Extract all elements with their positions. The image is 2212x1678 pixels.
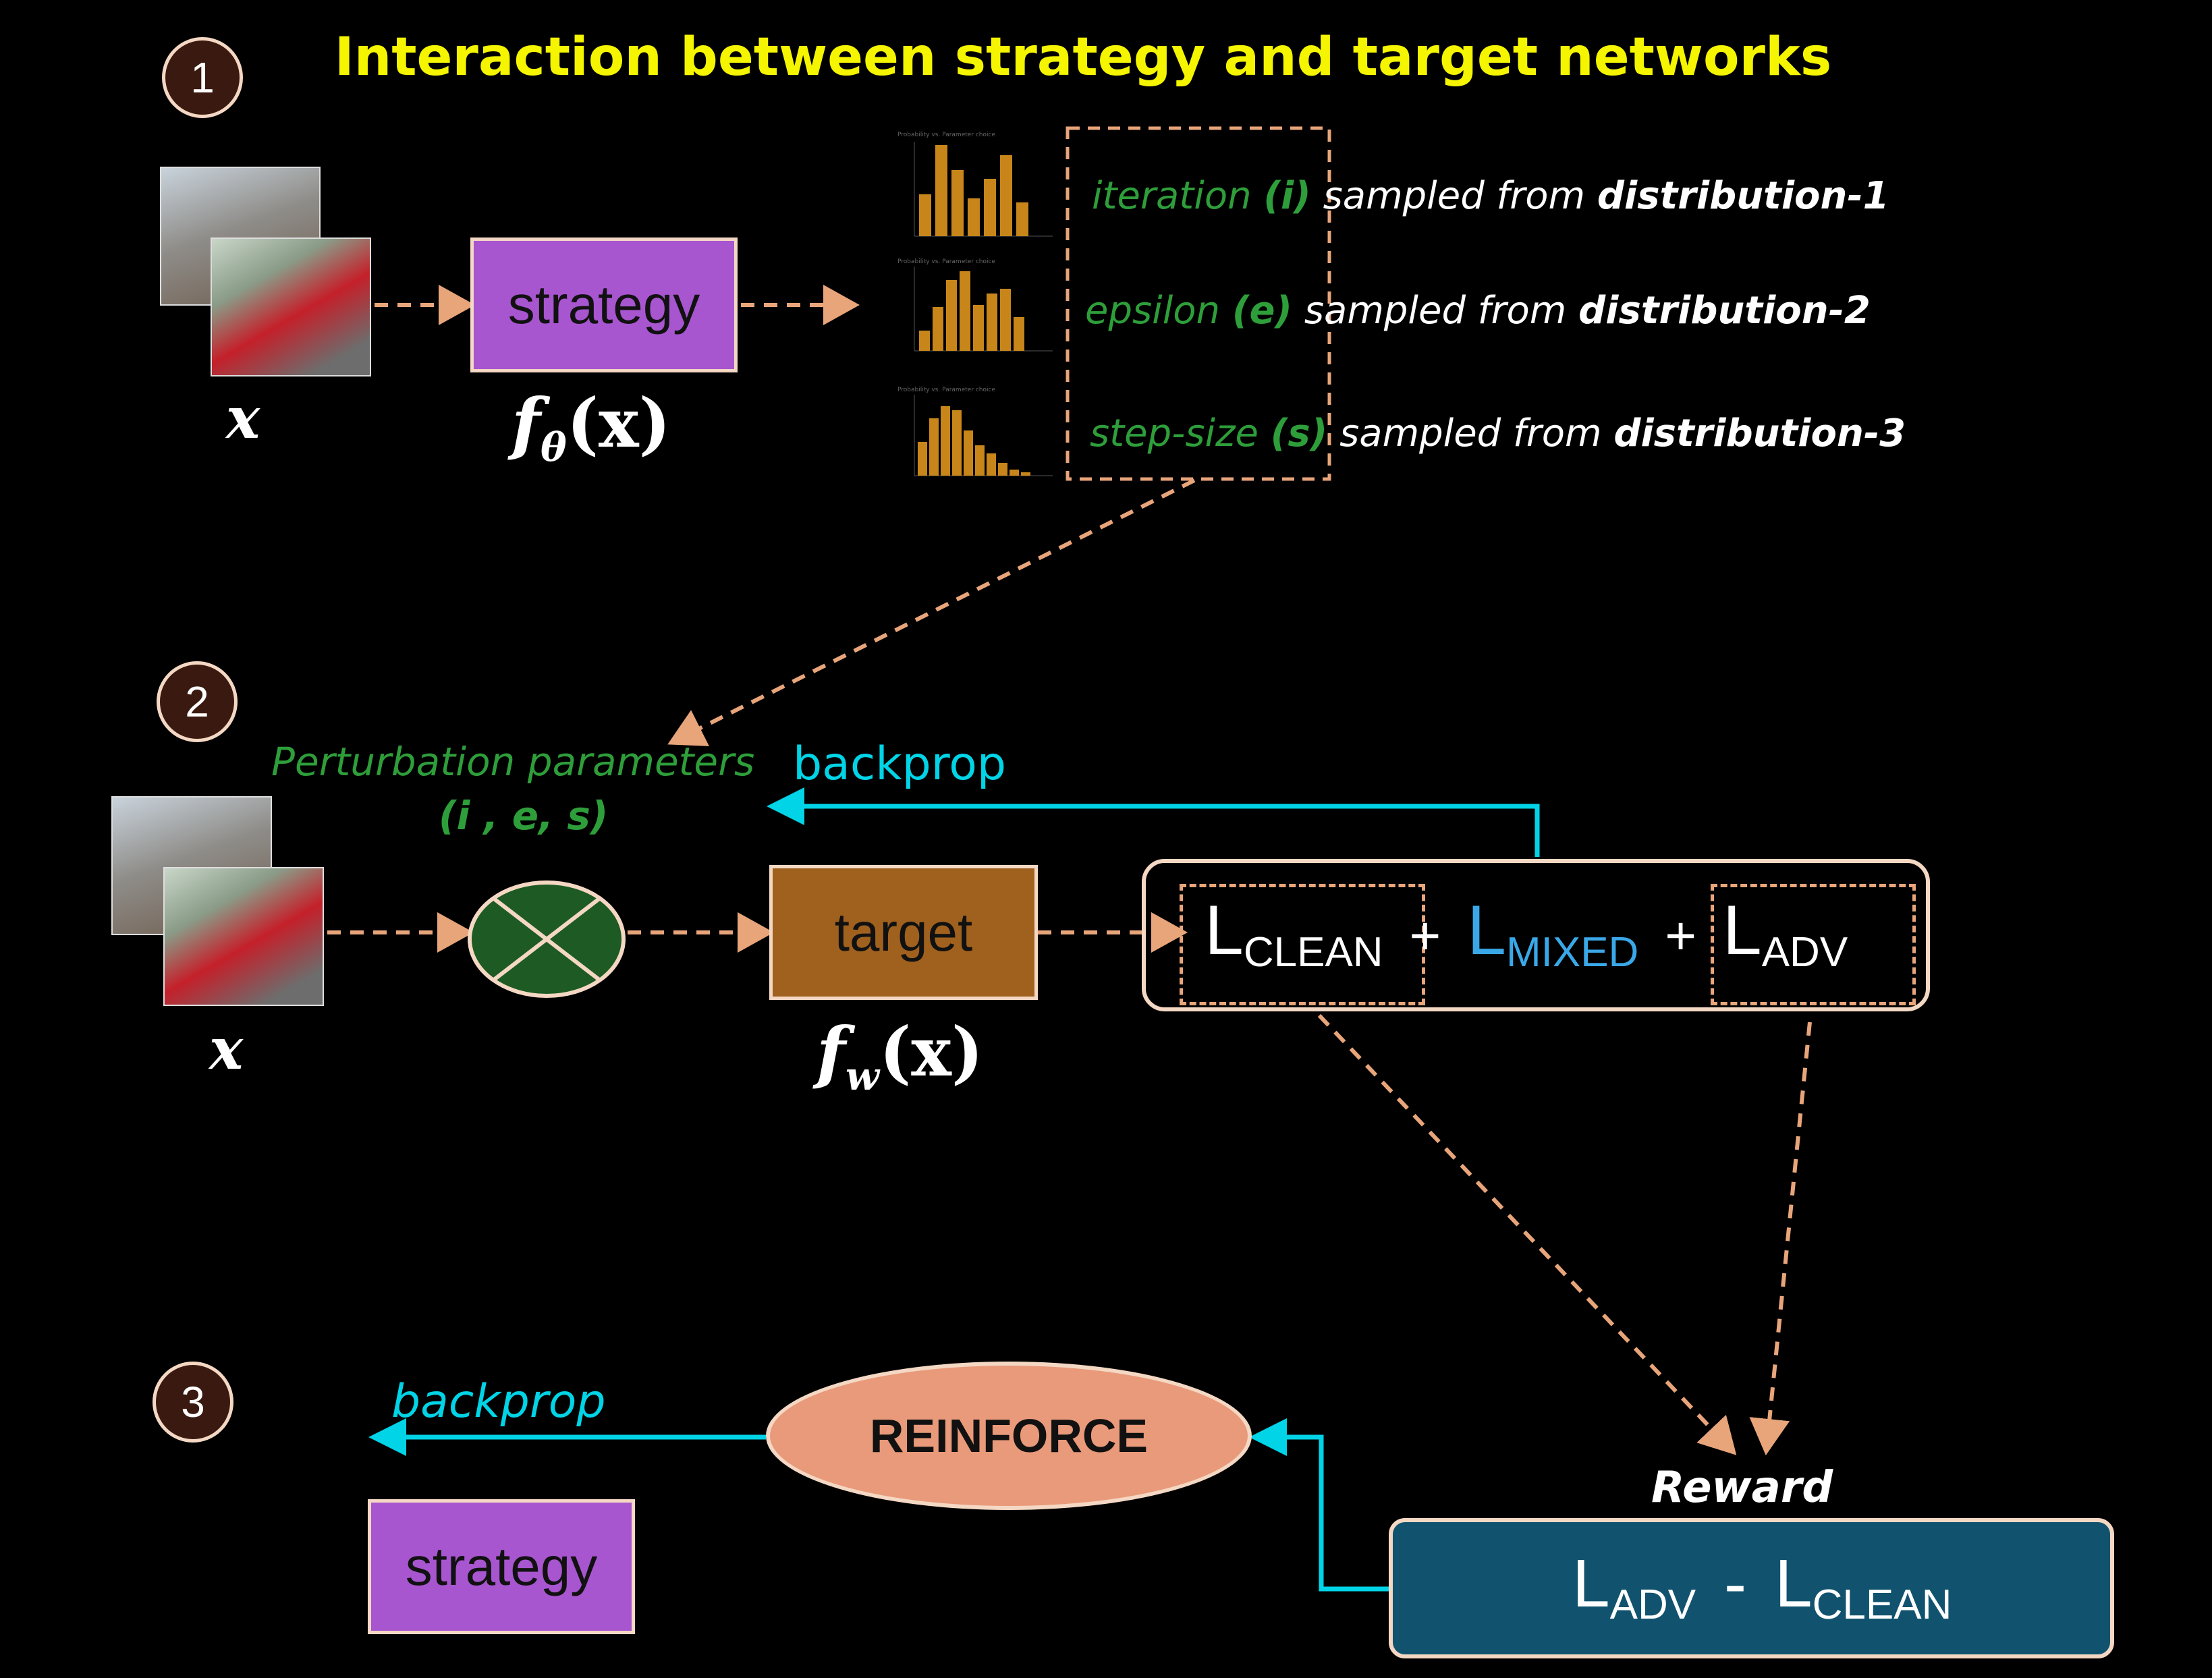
arrow-clean-to-reward xyxy=(1317,1013,1737,1455)
backprop-arrow-2 xyxy=(767,787,1540,857)
loss-expression: LCLEAN + LMIXED + LADV xyxy=(1205,891,1848,976)
perturbation-parameters-label: Perturbation parameters xyxy=(271,739,755,785)
clean-loss-dashed-box xyxy=(1180,884,1425,1005)
distribution-charts: Probability vs. Parameter choice Probabi… xyxy=(897,132,1053,476)
input-x-label-2: x xyxy=(209,1015,244,1082)
perturbation-tuple: (i , e, s) xyxy=(439,793,609,839)
chart-2-title: Probability vs. Parameter choice xyxy=(897,258,995,265)
step-1-badge: 1 xyxy=(162,37,243,118)
step-2-badge: 2 xyxy=(157,661,238,742)
diagram-title: Interaction between strategy and target … xyxy=(334,27,1832,88)
reward-expression: LADV - LCLEAN xyxy=(1572,1546,1952,1628)
arrow-reward-to-reinforce xyxy=(1249,1418,1390,1592)
reward-box xyxy=(1389,1518,2114,1658)
reward-label: Reward xyxy=(1651,1463,1833,1513)
chart-2-bars xyxy=(919,271,1024,351)
input-image-car xyxy=(211,237,371,376)
param-epsilon-line: epsilon (e) sampled from distribution-2 xyxy=(1085,289,1871,333)
target-network-box: target xyxy=(769,865,1038,1000)
chart-1-bars xyxy=(919,145,1028,236)
arrow-adv-to-reward xyxy=(1749,1022,1812,1455)
target-function-label: fw(x) xyxy=(817,1012,984,1099)
strategy-network-box: strategy xyxy=(470,237,738,372)
input-x-label-1: x xyxy=(226,385,260,451)
multiply-operator-icon xyxy=(468,880,626,998)
loss-box xyxy=(1142,859,1930,1011)
chart-3-title: Probability vs. Parameter choice xyxy=(897,387,995,393)
chart-1-title: Probability vs. Parameter choice xyxy=(897,132,995,138)
strategy-network-box-3: strategy xyxy=(368,1499,635,1634)
param-iteration-line: iteration (i) sampled from distribution-… xyxy=(1092,174,1889,218)
backprop-label-2: backprop xyxy=(793,737,1006,791)
backprop-label-3: backprop xyxy=(391,1375,606,1428)
reinforce-node: REINFORCE xyxy=(766,1362,1252,1510)
adv-loss-dashed-box xyxy=(1711,884,1916,1005)
arrow-params-to-perturbation xyxy=(667,478,1196,746)
param-stepsize-line: step-size (s) sampled from distribution-… xyxy=(1090,412,1906,455)
strategy-function-label: fθ(x) xyxy=(511,383,671,470)
chart-3-bars xyxy=(918,406,1030,476)
input-image-car-2 xyxy=(163,867,324,1006)
distribution-dashed-box xyxy=(1066,126,1331,481)
step-3-badge: 3 xyxy=(153,1362,233,1443)
